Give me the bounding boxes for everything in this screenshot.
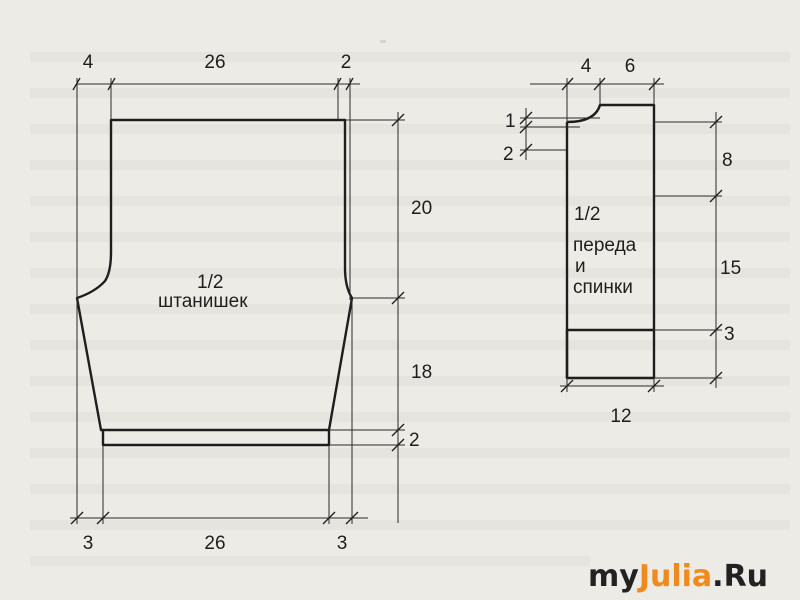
logo-part-my: my [588, 559, 639, 594]
body-dim-neck-2: 2 [503, 144, 514, 165]
body-dim-neck-1: 1 [505, 111, 516, 132]
pants-dim-side-upper: 20 [411, 198, 432, 219]
tick [345, 511, 359, 525]
body-title-fraction: 1/2 [574, 204, 600, 225]
body-title-front: переда [573, 235, 637, 256]
pants-outline [75, 118, 354, 432]
pants-cuff-band [101, 430, 331, 447]
body-dim-side-1: 8 [722, 150, 733, 171]
pants-piece: 4 26 2 20 18 2 3 26 3 1/2 штанишек [70, 52, 432, 554]
tick [709, 323, 723, 337]
tick [519, 120, 533, 134]
pants-dim-top-left: 4 [83, 52, 94, 73]
tick [560, 379, 574, 393]
tick [709, 189, 723, 203]
body-dim-top-left: 4 [581, 56, 592, 77]
site-logo: myJulia.Ru [588, 559, 768, 594]
tick [709, 371, 723, 385]
body-piece: 4 6 1 2 8 15 3 12 1/2 переда и спинки [503, 56, 741, 427]
pants-dim-bottom-left: 3 [83, 533, 94, 554]
tick [709, 115, 723, 129]
tick [391, 113, 405, 127]
tick [647, 379, 661, 393]
tick [391, 438, 405, 452]
pants-dim-side-band: 2 [409, 430, 420, 451]
body-dim-bottom: 12 [610, 406, 631, 427]
pants-dim-bottom-right: 3 [337, 533, 348, 554]
body-dim-side-3: 3 [724, 324, 735, 345]
pants-dim-top-mid: 26 [204, 52, 225, 73]
body-dim-side-2: 15 [720, 258, 741, 279]
body-title-back: спинки [573, 277, 633, 298]
logo-part-julia: Julia [637, 559, 712, 594]
pants-title-name: штанишек [158, 291, 248, 312]
body-dim-top-right: 6 [625, 56, 636, 77]
tick [391, 291, 405, 305]
logo-part-ru: .Ru [712, 559, 768, 594]
body-title-and: и [575, 256, 586, 277]
tick [70, 511, 84, 525]
pants-dim-side-lower: 18 [411, 362, 432, 383]
tick [519, 111, 533, 125]
logo-text: myJulia.Ru [588, 559, 768, 594]
tick [519, 143, 533, 157]
tick [322, 511, 336, 525]
pants-dim-top-right: 2 [341, 52, 352, 73]
pants-title-fraction: 1/2 [197, 272, 223, 293]
tick [391, 423, 405, 437]
tick [96, 511, 110, 525]
pants-dim-bottom-mid: 26 [204, 533, 225, 554]
